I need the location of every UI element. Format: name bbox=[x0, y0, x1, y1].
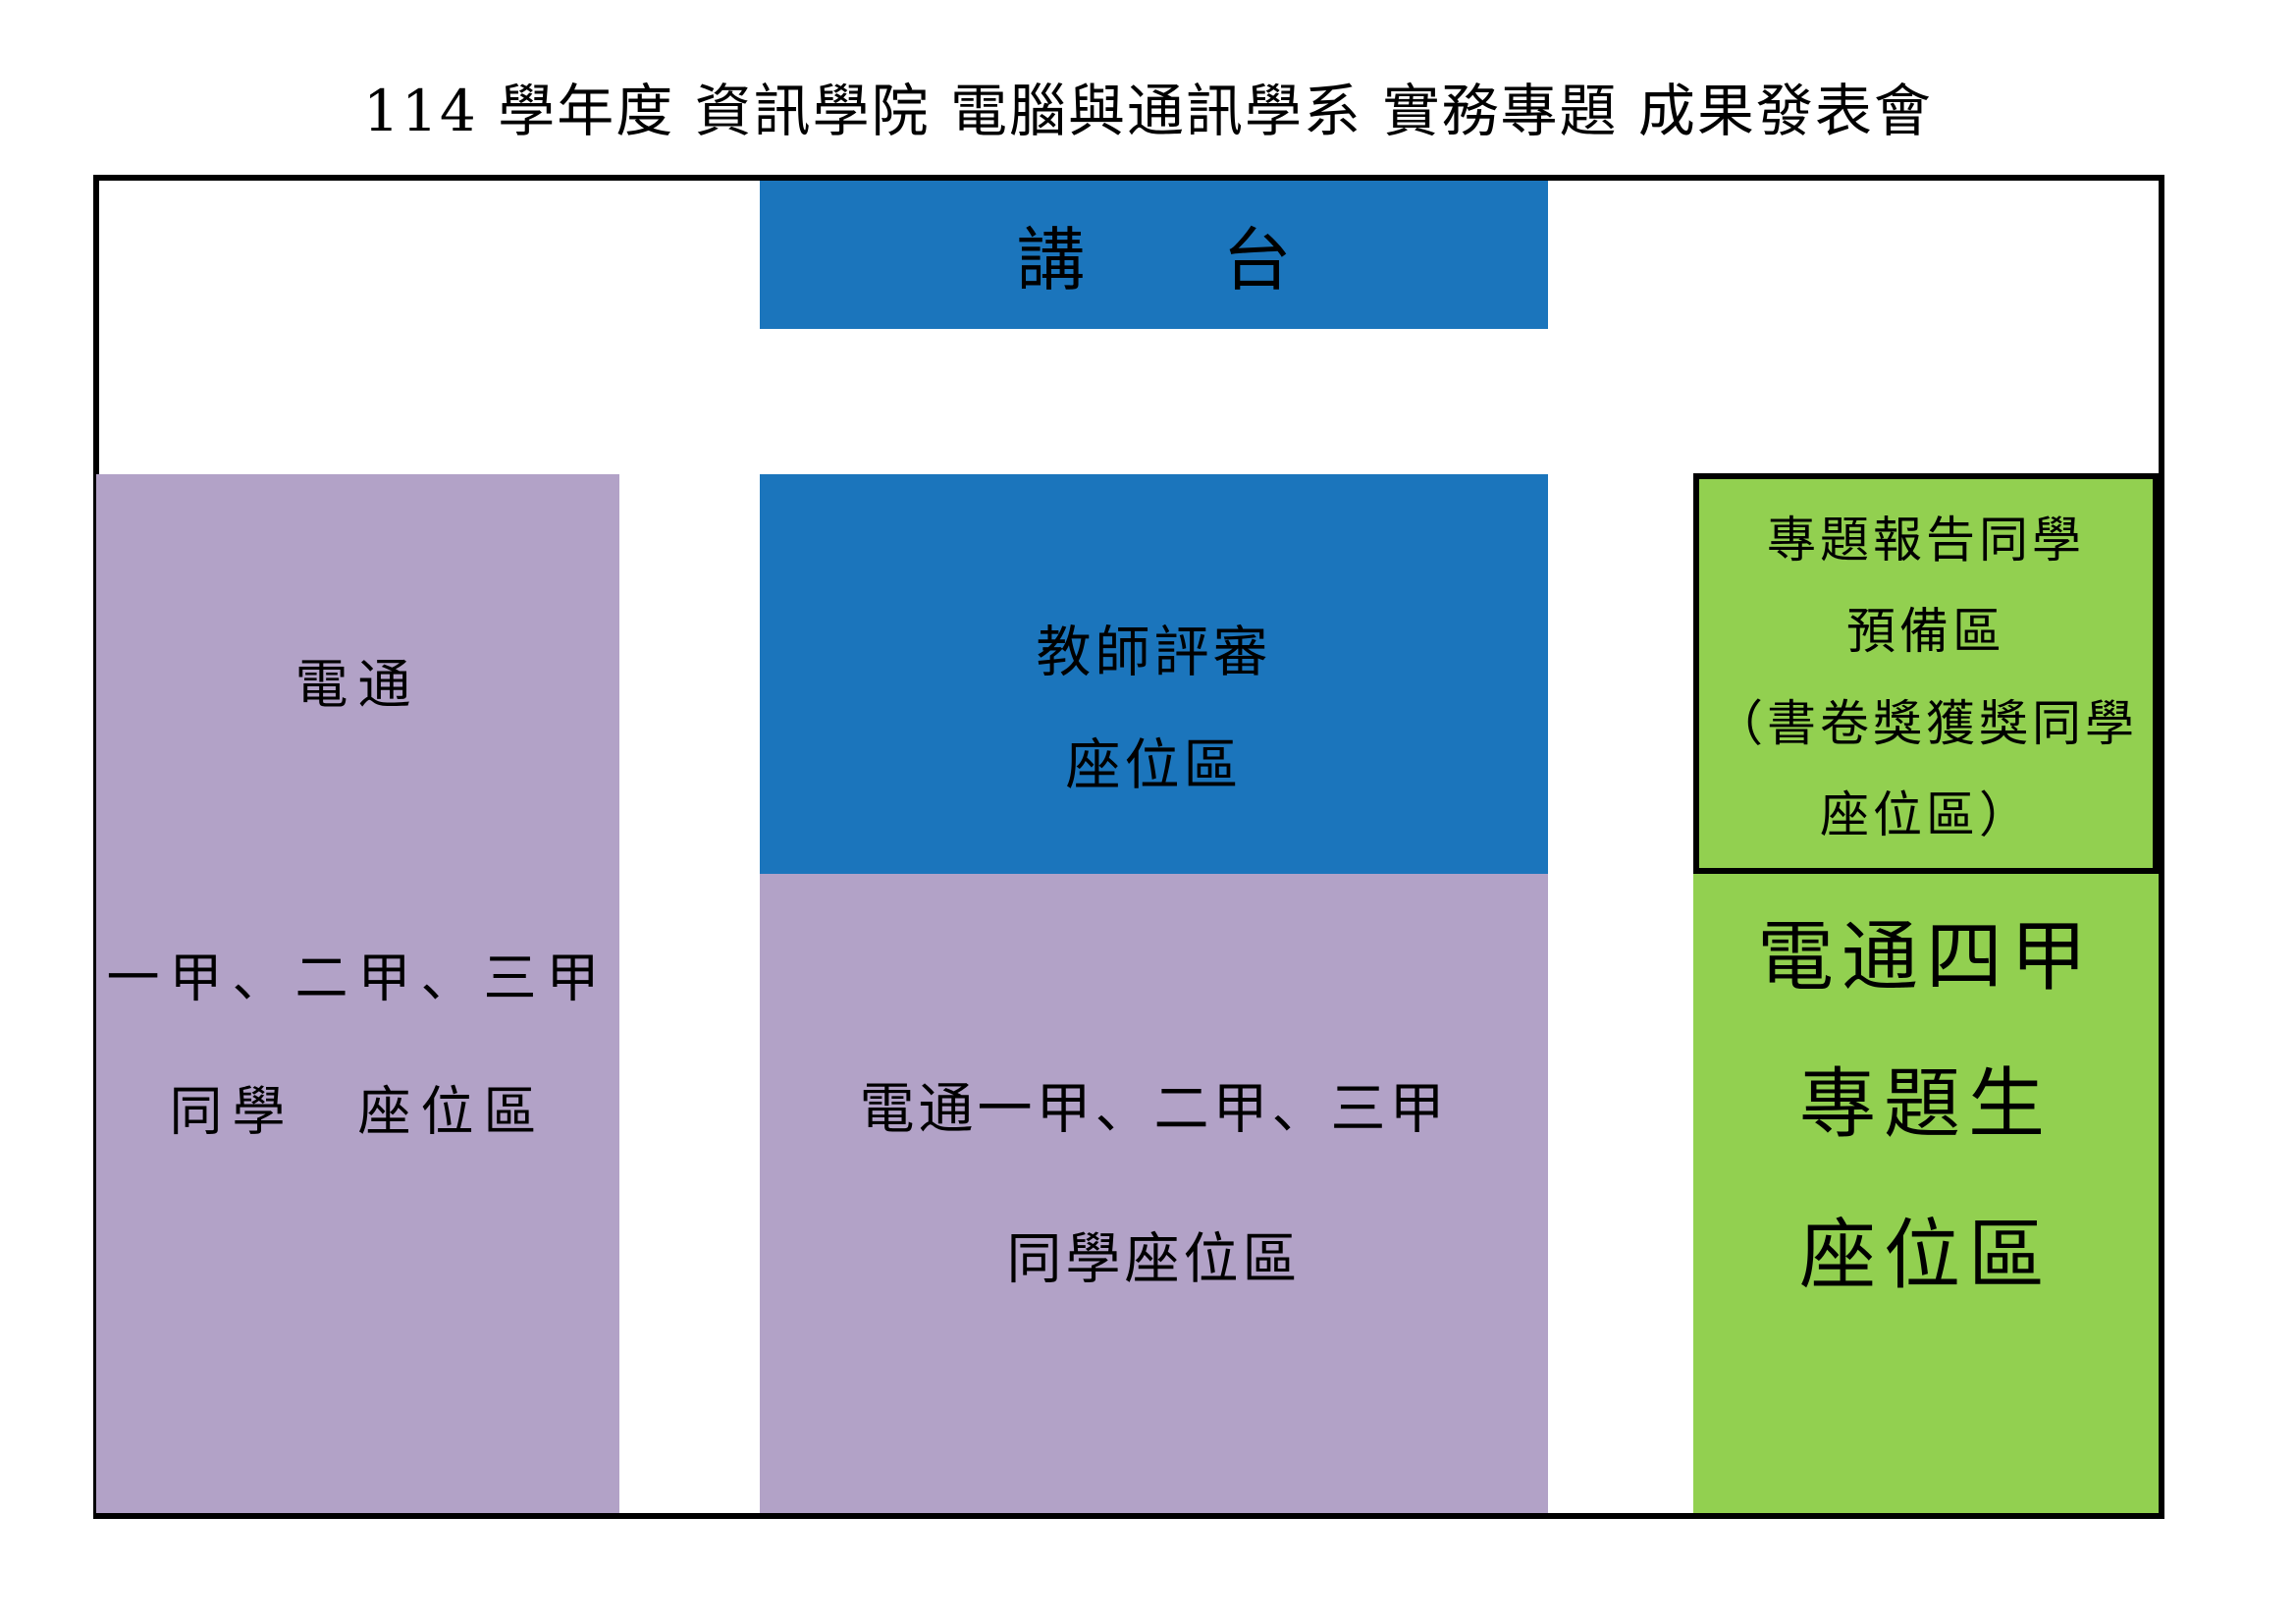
center-students-seating-area: 電通一甲、二甲、三甲 同學座位區 bbox=[760, 874, 1548, 1513]
stage-label: 講 台 bbox=[1016, 220, 1292, 300]
project-presenters-seating-area: 電通四甲 專題生 座位區 bbox=[1693, 874, 2159, 1513]
prep-line-4: 座位區） bbox=[1820, 786, 2032, 844]
prep-line-1: 專題報告同學 bbox=[1767, 511, 2085, 568]
left-zone-line-1: 電通 bbox=[294, 653, 421, 716]
judges-line-2: 座位區 bbox=[1065, 733, 1243, 798]
page-title: 114 學年度 資訊學院 電腦與通訊學系 實務專題 成果發表會 bbox=[363, 78, 1933, 144]
left-zone-line-2: 一甲、二甲、三甲 bbox=[106, 947, 610, 1009]
presenters-line-3: 座位區 bbox=[1798, 1212, 2053, 1300]
presenter-prep-area: 專題報告同學 預備區 （書卷獎獲獎同學 座位區） bbox=[1693, 473, 2159, 874]
judges-line-1: 教師評審 bbox=[1036, 621, 1272, 685]
presenters-line-2: 專題生 bbox=[1798, 1060, 2053, 1149]
center-students-line-1: 電通一甲、二甲、三甲 bbox=[859, 1077, 1449, 1142]
left-students-seating-area: 電通 一甲、二甲、三甲 同學 座位區 bbox=[96, 474, 619, 1513]
presenters-line-1: 電通四甲 bbox=[1756, 913, 2095, 1001]
prep-line-3: （書卷獎獲獎同學 bbox=[1714, 694, 2138, 752]
left-zone-line-3: 同學 座位區 bbox=[169, 1080, 547, 1143]
teacher-judges-seating-area: 教師評審 座位區 bbox=[760, 474, 1548, 874]
prep-line-2: 預備區 bbox=[1846, 603, 2005, 661]
stage-area: 講 台 bbox=[760, 181, 1548, 329]
center-students-line-2: 同學座位區 bbox=[1006, 1227, 1302, 1292]
